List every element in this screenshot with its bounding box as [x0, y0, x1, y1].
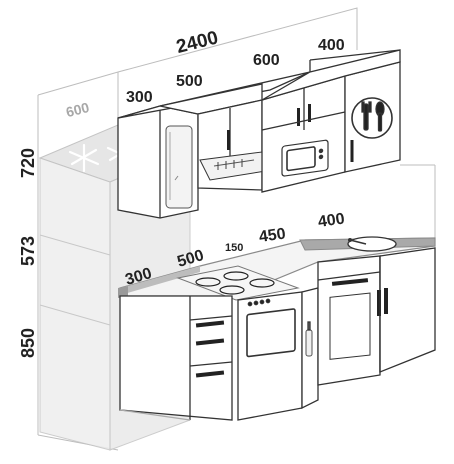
cutlery-icon	[351, 97, 393, 139]
dim-height-base: 850	[18, 328, 38, 358]
dim-upper-1: 300	[126, 89, 153, 106]
dim-height-mid: 573	[18, 236, 38, 266]
dim-total-width: 2400	[174, 27, 220, 58]
dim-fridge-depth: 600	[64, 99, 91, 120]
dim-lower-4: 450	[258, 225, 287, 246]
dimension-labels: 2400 300 500 600 400 600 300 500 150 450…	[18, 27, 346, 358]
dim-upper-4: 400	[318, 37, 345, 54]
sink-icon	[347, 236, 397, 252]
base-cabinet-400	[379, 247, 436, 373]
dim-lower-3: 150	[225, 242, 243, 254]
dim-upper-2: 500	[176, 73, 203, 90]
oven-icon	[237, 291, 303, 421]
dim-lower-5: 400	[317, 210, 346, 231]
range-hood-icon	[199, 151, 273, 181]
glass-panel	[165, 125, 193, 209]
microwave-icon	[281, 139, 329, 177]
dim-height-upper: 720	[18, 148, 38, 178]
bottle-icon	[305, 321, 313, 357]
base-cabinet-drawers	[119, 295, 233, 421]
cooktop	[176, 265, 300, 301]
dim-lower-2: 500	[175, 247, 205, 271]
base-cabinets	[119, 247, 436, 421]
dim-lower-1: 300	[123, 265, 153, 289]
base-cabinet-450	[317, 255, 381, 386]
dim-upper-3: 600	[253, 52, 280, 69]
upper-cabinets	[117, 49, 401, 219]
